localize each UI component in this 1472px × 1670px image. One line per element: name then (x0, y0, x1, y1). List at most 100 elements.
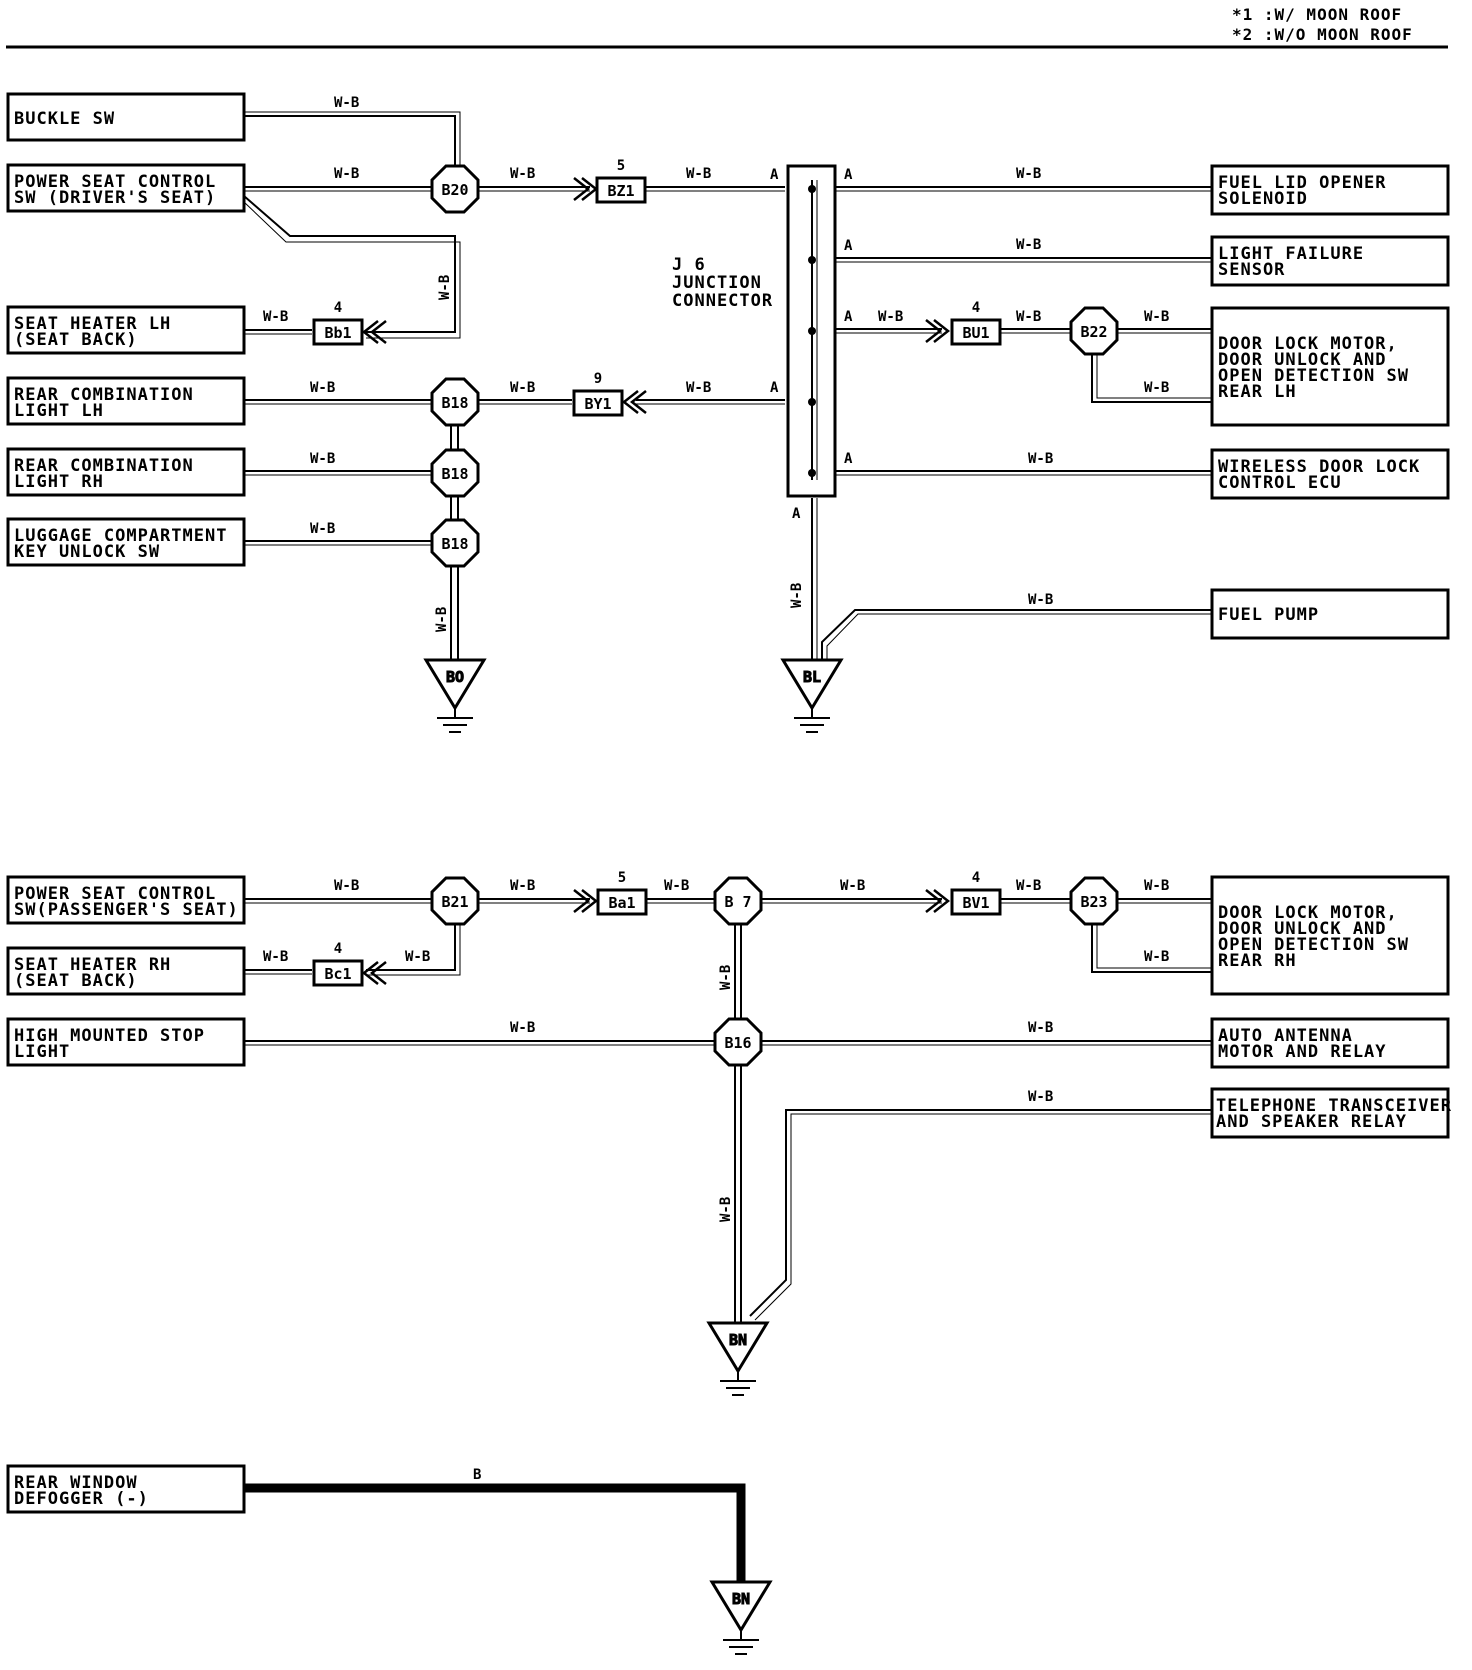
component-seat-heater-lh (6, 305, 246, 355)
component-label: KEY UNLOCK SW (14, 542, 160, 562)
pin-a-label: A (844, 451, 853, 467)
components (6, 92, 1450, 1514)
junction-label-2: CONNECTOR (672, 291, 773, 311)
wire-color-label: W-B (1144, 380, 1169, 396)
component-label: REAR COMBINATION (14, 456, 194, 476)
pin-a-label: A (792, 506, 801, 522)
component-label: REAR COMBINATION (14, 385, 194, 405)
component-label: FUEL PUMP (1218, 605, 1319, 625)
wire-color-label: W-B (1144, 949, 1169, 965)
ground-label: BL (803, 668, 821, 686)
wire-b22-door-lh-2 (1091, 352, 1212, 403)
component-label: SW (DRIVER'S SEAT) (14, 188, 216, 208)
splice-b18c (430, 518, 480, 568)
component-label: AUTO ANTENNA (1218, 1026, 1353, 1046)
component-luggage-key (6, 517, 246, 567)
component-light-failure (1210, 235, 1450, 287)
wire-buckle (244, 115, 456, 172)
wire-fuel-pump (821, 609, 1212, 660)
splice-points: B20 B18 B18 B18 B22 B21 B 7 B23 B16 (430, 164, 1119, 1067)
component-label: TELEPHONE TRANSCEIVER (1216, 1096, 1452, 1116)
splice-b18a (430, 377, 480, 427)
component-wireless-ecu (1210, 448, 1450, 500)
component-label: AND SPEAKER RELAY (1216, 1112, 1407, 1132)
connector-arrow-icon (369, 961, 387, 985)
wire-color-label: W-B (510, 166, 535, 182)
pin-a-label: A (844, 238, 853, 254)
wire-color-label: W-B (510, 380, 535, 396)
wire-color-label: W-B (1028, 592, 1053, 608)
component-label: POWER SEAT CONTROL (14, 172, 216, 192)
component-label: DOOR LOCK MOTOR, (1218, 334, 1398, 354)
connector-pin: 9 (594, 371, 602, 387)
connector-arrow-icon (573, 889, 591, 913)
ground-label: BN (732, 1590, 750, 1608)
connector-pin: 5 (617, 158, 625, 174)
wire-color-label: W-B (718, 1197, 734, 1222)
component-label: DEFOGGER (-) (14, 1489, 149, 1509)
wire-b21-bc1 (366, 922, 456, 971)
connector-arrow-icon (369, 320, 387, 344)
wire-color-label: W-B (310, 380, 335, 396)
wire-color-label: W-B (334, 166, 359, 182)
component-labels: BUCKLE SW POWER SEAT CONTROL SW (DRIVER'… (14, 109, 1452, 1509)
component-label: DOOR UNLOCK AND (1218, 350, 1387, 370)
wire-color-label: W-B (310, 521, 335, 537)
wire-color-label: W-B (718, 965, 734, 990)
connector-bc1 (312, 959, 364, 987)
wire-color-label: W-B (1016, 309, 1041, 325)
junction-node-3 (808, 327, 816, 335)
component-high-stop (6, 1017, 246, 1067)
legend-item-1: *1 :W/ MOON ROOF (1232, 5, 1402, 24)
component-label: SOLENOID (1218, 189, 1308, 209)
component-label: REAR WINDOW (14, 1473, 138, 1493)
splice-b23 (1069, 876, 1119, 926)
component-label: REAR LH (1218, 382, 1297, 402)
connector-pin: 4 (334, 941, 342, 957)
component-label: SENSOR (1218, 260, 1285, 280)
wire-color-label: W-B (840, 878, 865, 894)
component-buckle-sw (6, 92, 246, 142)
splice-b20 (430, 164, 480, 214)
component-label: SEAT HEATER LH (14, 314, 171, 334)
component-label: BUCKLE SW (14, 109, 115, 129)
connector-id: BU1 (962, 324, 989, 342)
junction-node-5 (808, 469, 816, 477)
component-label: LIGHT FAILURE (1218, 244, 1364, 264)
ground-label: BN (729, 1331, 747, 1349)
splice-b16 (713, 1017, 763, 1067)
pin-a-label: A (770, 380, 779, 396)
legend-item-2: *2 :W/O MOON ROOF (1232, 25, 1413, 44)
splice-label: B18 (441, 465, 468, 483)
component-label: POWER SEAT CONTROL (14, 884, 216, 904)
wire-telephone (749, 1109, 1212, 1317)
wire-color-label: B (473, 1467, 481, 1483)
component-label: CONTROL ECU (1218, 473, 1342, 493)
component-label: MOTOR AND RELAY (1218, 1042, 1387, 1062)
wires-section-1 (243, 111, 1212, 660)
connector-arrow-icon (925, 319, 943, 343)
component-power-seat-driver (6, 163, 246, 213)
pin-a-label: A (844, 309, 853, 325)
wire-color-label: W-B (510, 878, 535, 894)
splice-label: B 7 (724, 893, 751, 911)
connector-id: Bc1 (324, 965, 351, 983)
wire-color-label: W-B (510, 1020, 535, 1036)
splice-b7 (713, 876, 763, 926)
splice-label: B22 (1080, 323, 1107, 341)
junction-label-1: JUNCTION (672, 273, 762, 293)
pin-a-label: A (844, 167, 853, 183)
component-label: SEAT HEATER RH (14, 955, 171, 975)
component-label: OPEN DETECTION SW (1218, 935, 1409, 955)
component-label: DOOR LOCK MOTOR, (1218, 903, 1398, 923)
connector-bu1 (950, 318, 1002, 346)
component-label: LIGHT (14, 1042, 70, 1062)
connector-id: BZ1 (607, 182, 634, 200)
wire-color-label: W-B (878, 309, 903, 325)
pin-a-label: A (770, 167, 779, 183)
connector-arrow-icon (361, 961, 379, 985)
wire-color-label: W-B (1028, 1020, 1053, 1036)
splice-b18b (430, 448, 480, 498)
wire-color-label: W-B (434, 607, 450, 632)
